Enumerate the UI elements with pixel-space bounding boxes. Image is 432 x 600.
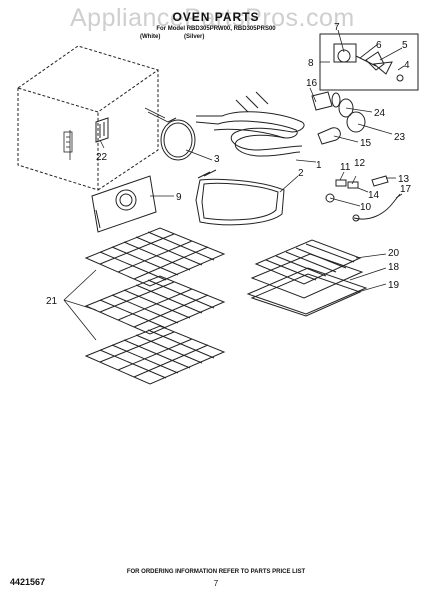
callout-24: 24 — [374, 108, 386, 119]
callout-15: 15 — [360, 138, 372, 149]
rack-1 — [84, 227, 226, 287]
color-labels: (White) (Silver) — [140, 34, 226, 40]
callout-10: 10 — [360, 202, 372, 213]
part-1-bake-element — [195, 91, 305, 157]
broiler-pan-assembly — [246, 239, 368, 317]
part-3-ring — [160, 117, 196, 161]
callout-19: 19 — [388, 280, 400, 291]
callout-4: 4 — [404, 60, 410, 71]
callout-2: 2 — [298, 168, 304, 179]
callout-18: 18 — [388, 262, 400, 273]
ordering-info-footer: FOR ORDERING INFORMATION REFER TO PARTS … — [126, 569, 306, 575]
oven-cavity-detail — [63, 107, 169, 160]
rack-3 — [84, 325, 226, 385]
color-silver-label: (Silver) — [184, 34, 205, 40]
oven-cavity — [16, 45, 160, 191]
callout-1: 1 — [316, 160, 322, 171]
callout-11: 11 — [340, 162, 351, 173]
part-22-bracket — [95, 117, 109, 143]
callout-13: 13 — [398, 174, 410, 185]
callout-20: 20 — [388, 248, 400, 259]
model-subtitle: For Model RBD305PRW00, RBD305PRS00 — [156, 26, 276, 32]
light-assembly — [311, 91, 366, 133]
callout-21: 21 — [46, 296, 58, 307]
part-9-fan-cover — [91, 175, 157, 233]
callout-6: 6 — [376, 40, 382, 51]
color-white-label: (White) — [140, 34, 161, 40]
part-19-broiler-pan — [246, 267, 368, 317]
rack-2 — [84, 275, 226, 335]
callout-labels: 1 2 3 4 5 6 7 8 9 10 11 12 13 14 15 16 1… — [46, 22, 412, 307]
page-number: 7 — [213, 579, 219, 588]
callout-17: 17 — [400, 184, 412, 195]
callout-23: 23 — [394, 132, 406, 143]
part-18-broiler-insert — [250, 253, 364, 299]
callout-9: 9 — [176, 192, 182, 203]
leader-lines — [63, 29, 405, 341]
part-2-bake-element — [195, 169, 285, 226]
callout-16: 16 — [306, 78, 318, 89]
callout-14: 14 — [368, 190, 380, 201]
callout-3: 3 — [214, 154, 220, 165]
document-part-number: 4421567 — [10, 577, 46, 587]
small-hardware — [325, 175, 401, 222]
part-15-cover — [317, 127, 341, 145]
part-20-broiler-grid — [254, 239, 362, 285]
callout-8: 8 — [308, 58, 314, 69]
diagram-title: OVEN PARTS — [172, 10, 260, 24]
callout-12: 12 — [354, 158, 366, 169]
watermark: AppliancePartsPros.com — [70, 4, 355, 32]
part-21-oven-racks — [84, 227, 226, 385]
callout-5: 5 — [402, 40, 408, 51]
callout-22: 22 — [96, 152, 108, 163]
callout-7: 7 — [334, 22, 340, 33]
